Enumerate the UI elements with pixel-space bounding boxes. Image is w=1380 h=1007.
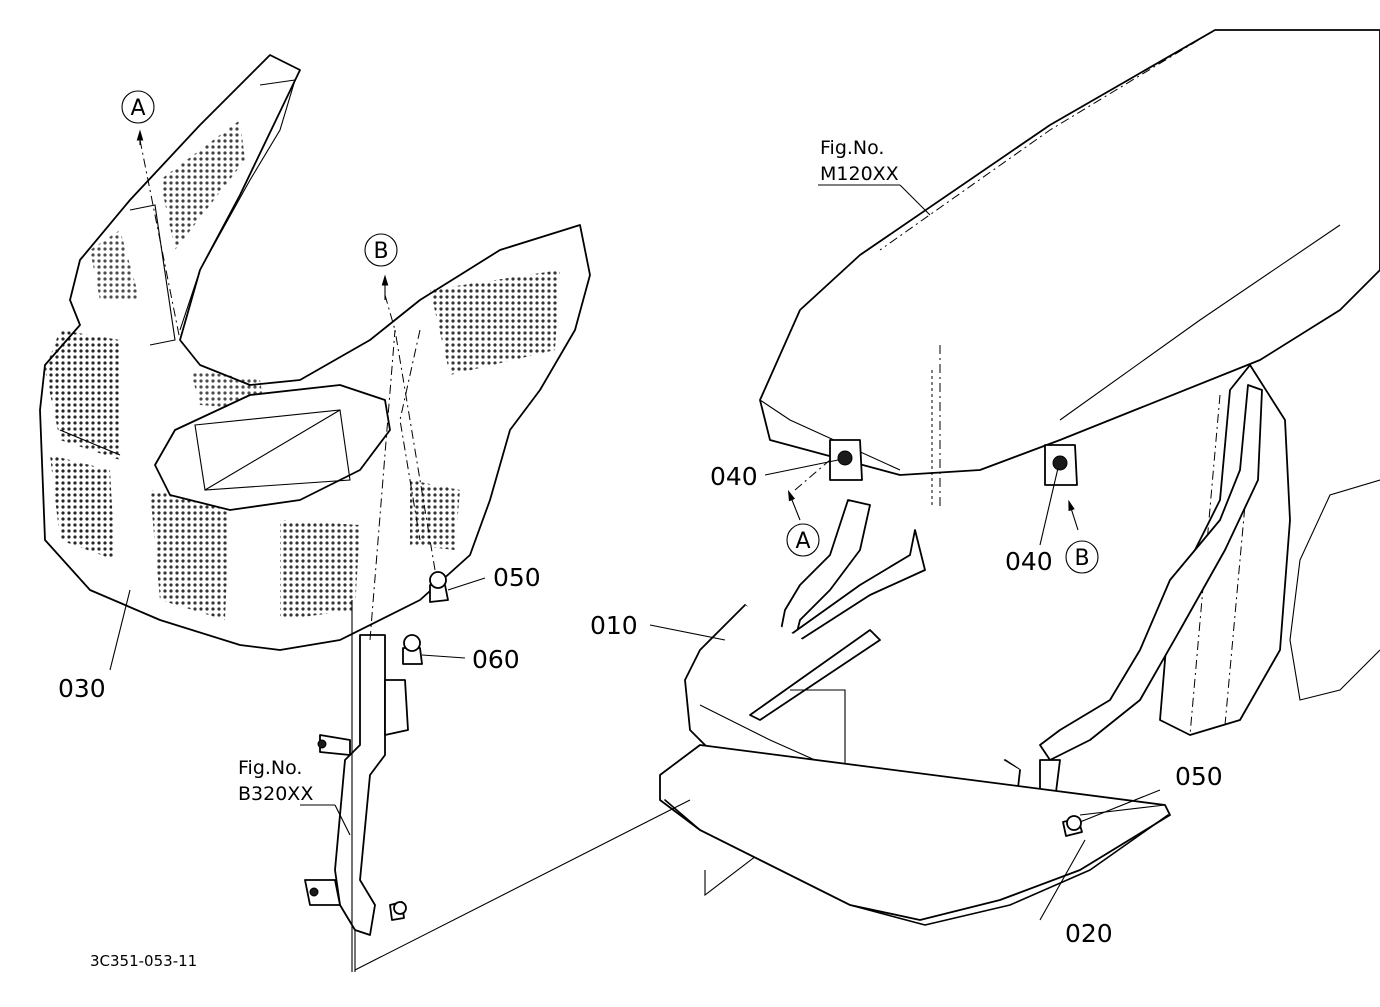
callout-letter: A: [130, 96, 145, 121]
label-050-left: 050: [493, 563, 541, 592]
bottom-guard-020: [659, 629, 1171, 926]
label-040-right: 040: [1005, 547, 1053, 576]
figure-ref-label: Fig.No.: [820, 137, 884, 159]
label-020: 020: [1065, 919, 1113, 948]
side-panel: [1159, 364, 1380, 736]
support-bracket: [304, 634, 409, 936]
figure-ref-code: M120XX: [820, 163, 899, 185]
label-040-left: 040: [710, 462, 758, 491]
figure-ref-label: Fig.No.: [238, 757, 302, 779]
leader-lines: [109, 129, 1161, 921]
drawing-id: 3C351-053-11: [90, 952, 197, 970]
bolt-050-right: [1062, 815, 1083, 837]
bolt-050-left: [429, 571, 449, 603]
front-grille-030: [39, 54, 591, 651]
callout-a-bottom: A: [786, 523, 820, 557]
figure-ref-m120xx: Fig.No. M120XX: [820, 137, 899, 185]
figure-ref-b320xx: Fig.No. B320XX: [238, 757, 313, 805]
label-060: 060: [472, 645, 520, 674]
bonnet-hood: [759, 29, 1380, 510]
label-030: 030: [58, 674, 106, 703]
callout-b-bottom: B: [1065, 540, 1099, 574]
figure-ref-code: B320XX: [238, 783, 313, 805]
bolt-lower-bracket: [389, 901, 407, 921]
callout-letter: B: [373, 239, 388, 264]
label-050-right: 050: [1175, 762, 1223, 791]
bolt-060: [402, 634, 423, 665]
assembly-lines: [139, 139, 831, 972]
callout-letter: B: [1074, 546, 1089, 571]
callout-a-top: A: [121, 90, 155, 124]
label-010: 010: [590, 611, 638, 640]
callout-letter: A: [795, 529, 810, 554]
callout-b-top: B: [364, 233, 398, 267]
